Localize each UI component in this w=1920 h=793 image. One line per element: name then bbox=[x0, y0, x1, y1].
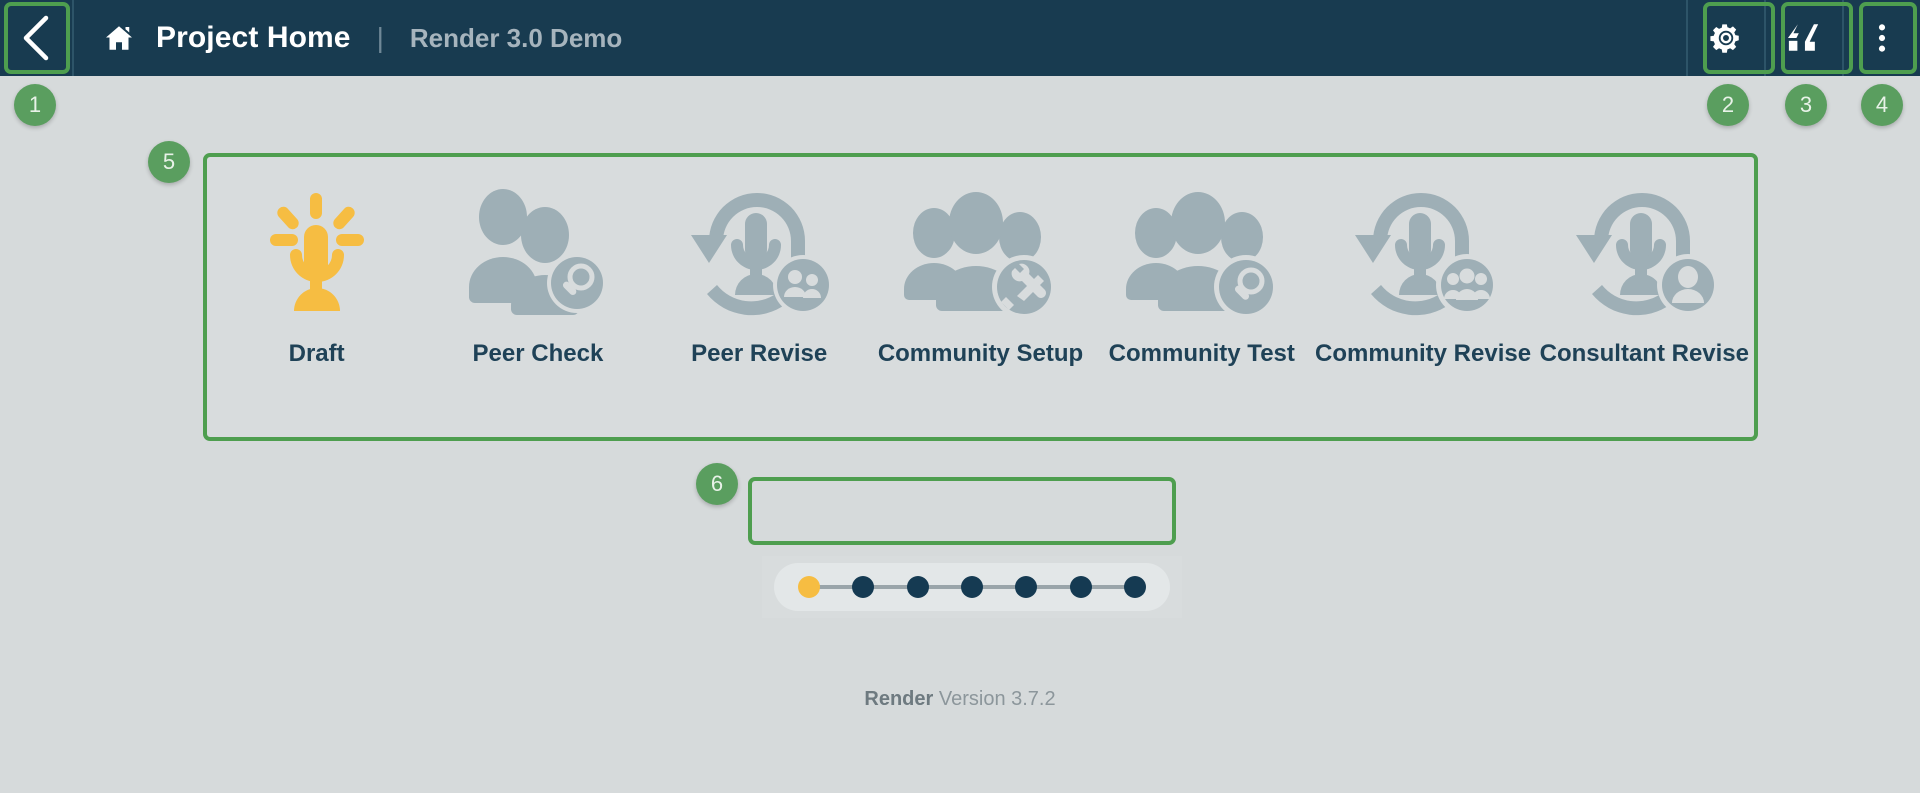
workflow-stage-peer-check[interactable]: Peer Check bbox=[427, 156, 648, 438]
more-button[interactable] bbox=[1842, 0, 1920, 76]
step-dot-2[interactable] bbox=[852, 576, 875, 598]
workflow-stage-draft[interactable]: Draft bbox=[206, 156, 427, 438]
callout-badge-1: 1 bbox=[14, 84, 56, 126]
step-dot-7[interactable] bbox=[1123, 576, 1146, 598]
settings-button[interactable] bbox=[1686, 0, 1764, 76]
stage-label: Community Setup bbox=[877, 340, 1084, 367]
stage-label: Peer Revise bbox=[691, 340, 828, 367]
callout-badge-4: 4 bbox=[1861, 84, 1903, 126]
workflow-stepper-wrap bbox=[762, 556, 1182, 618]
stage-label: Draft bbox=[288, 340, 345, 367]
stage-icon-wrap bbox=[900, 174, 1060, 324]
step-dot-1[interactable] bbox=[798, 576, 820, 598]
workflow-stage-consultant-revise[interactable]: Consultant Revise bbox=[1534, 156, 1755, 438]
quote-brand-icon bbox=[1787, 24, 1819, 51]
top-bar: Project Home | Render 3.0 Demo bbox=[0, 0, 1920, 76]
workflow-stage-panel: Draft bbox=[205, 155, 1756, 439]
step-dot-6[interactable] bbox=[1069, 576, 1092, 598]
step-dot-4[interactable] bbox=[960, 576, 983, 598]
main-content: Draft bbox=[0, 76, 1920, 793]
stage-label: Consultant Revise bbox=[1539, 340, 1750, 367]
step-dot-5[interactable] bbox=[1015, 576, 1038, 598]
callout-badge-5: 5 bbox=[148, 141, 190, 183]
topbar-divider-left bbox=[72, 0, 74, 76]
title-group: Project Home | Render 3.0 Demo bbox=[74, 0, 1686, 76]
revise-microphone-person-icon bbox=[1576, 193, 1720, 316]
stage-icon-wrap bbox=[679, 174, 839, 324]
group-magnifier-icon bbox=[1125, 192, 1278, 319]
revise-microphone-people-icon bbox=[691, 193, 834, 316]
callout-badge-6: 6 bbox=[696, 463, 738, 505]
footer-version: Render Version 3.7.2 bbox=[0, 688, 1920, 711]
stage-icon-wrap bbox=[1122, 174, 1282, 324]
home-icon[interactable] bbox=[104, 23, 134, 53]
back-button[interactable] bbox=[0, 0, 72, 76]
title-separator: | bbox=[376, 22, 384, 53]
callout-badge-2: 2 bbox=[1707, 84, 1749, 126]
page-subtitle: Render 3.0 Demo bbox=[409, 22, 623, 53]
stage-label: Community Revise bbox=[1315, 340, 1532, 367]
kebab-menu-icon bbox=[1878, 24, 1886, 52]
chevron-left-icon bbox=[23, 15, 49, 61]
topbar-actions bbox=[1686, 0, 1920, 76]
stage-icon-wrap bbox=[262, 174, 372, 324]
stage-label: Peer Check bbox=[472, 340, 604, 367]
workflow-stage-community-test[interactable]: Community Test bbox=[1091, 156, 1312, 438]
stage-label: Community Test bbox=[1108, 340, 1295, 367]
two-people-magnifier-icon bbox=[468, 189, 607, 315]
revise-microphone-group-icon bbox=[1355, 193, 1499, 316]
footer-brand: Render bbox=[864, 688, 934, 710]
callout-badge-3: 3 bbox=[1785, 84, 1827, 126]
workflow-stage-peer-revise[interactable]: Peer Revise bbox=[649, 156, 870, 438]
stage-icon-wrap bbox=[1564, 174, 1724, 324]
stage-icon-wrap bbox=[463, 174, 613, 324]
workflow-stepper bbox=[774, 563, 1170, 611]
microphone-active-icon bbox=[269, 193, 364, 311]
gear-icon bbox=[1710, 24, 1739, 53]
footer-version-text: Version 3.7.2 bbox=[938, 688, 1056, 710]
page-title: Project Home bbox=[156, 21, 351, 54]
stage-icon-wrap bbox=[1343, 174, 1503, 324]
workflow-stage-community-setup[interactable]: Community Setup bbox=[870, 156, 1091, 438]
brand-button[interactable] bbox=[1764, 0, 1842, 76]
group-tools-icon bbox=[904, 192, 1057, 319]
step-dot-3[interactable] bbox=[906, 576, 929, 598]
workflow-stage-community-revise[interactable]: Community Revise bbox=[1312, 156, 1533, 438]
